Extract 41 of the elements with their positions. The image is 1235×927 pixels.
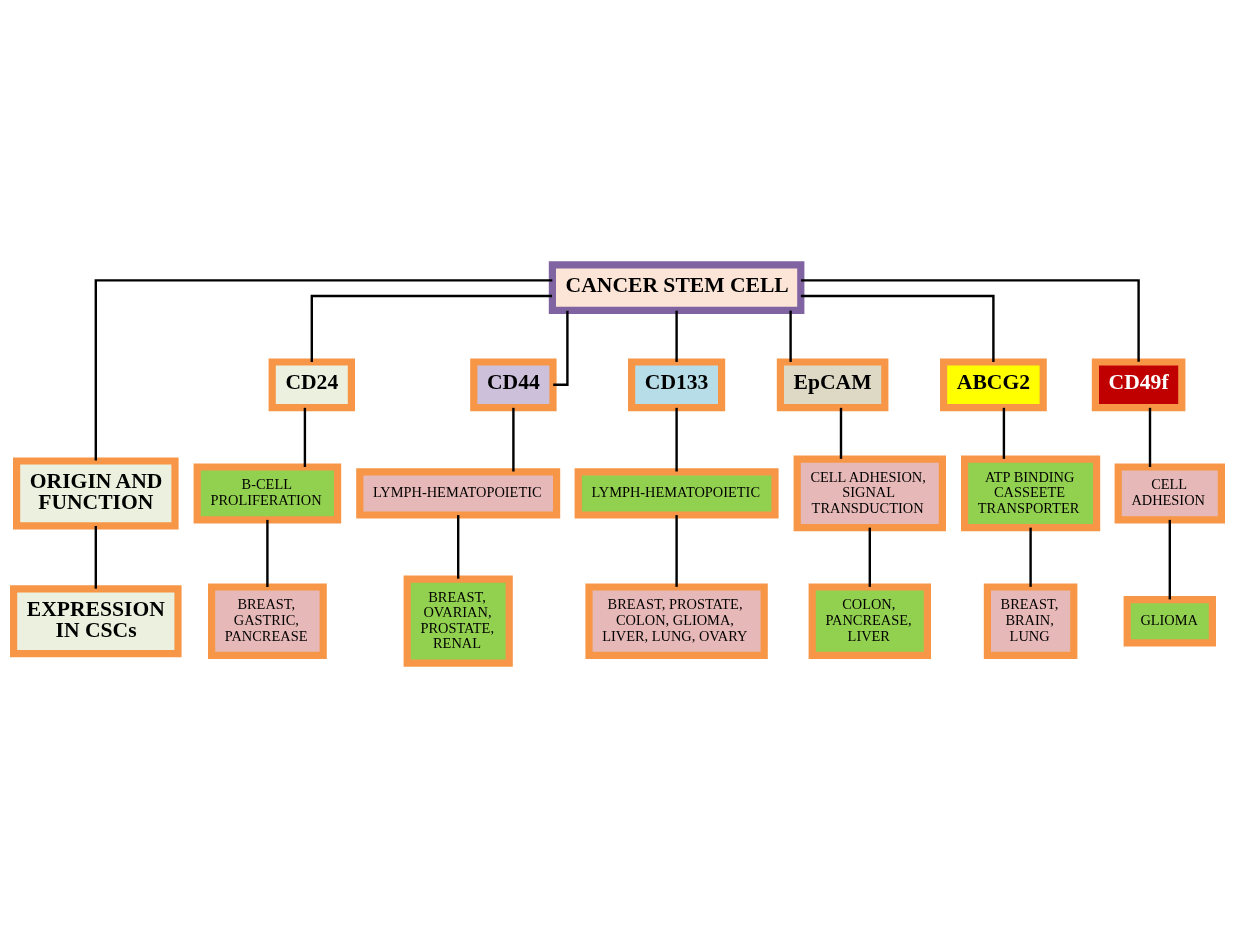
node-box: CD49f — [1091, 357, 1186, 411]
connector — [675, 407, 678, 471]
node-box: EpCAM — [776, 357, 889, 411]
connector — [94, 278, 553, 461]
node-box: CELL ADHESION, SIGNAL TRANSDUCTION — [793, 455, 946, 531]
node-box: COLON, PANCREASE, LIVER — [808, 582, 931, 659]
node-box: LYMPH-HEMATOPOIETIC — [574, 467, 779, 519]
node-box: CD24 — [268, 357, 355, 411]
connector — [457, 514, 460, 579]
connector — [839, 407, 843, 459]
connector — [1168, 519, 1171, 599]
node-box: B-CELL PROLIFERATION — [193, 462, 342, 523]
node-box: ATP BINDING CASSEETE TRANSPORTER — [961, 455, 1101, 531]
node-box: CD44 — [470, 357, 557, 411]
connector — [94, 525, 97, 589]
connector — [800, 294, 995, 362]
connector — [675, 310, 678, 362]
node-box: ABCG2 — [940, 357, 1047, 411]
node-box: BREAST, GASTRIC, PANCREASE — [208, 582, 327, 659]
connector — [553, 310, 569, 386]
node-box: CANCER STEM CELL — [548, 260, 805, 314]
node-box: CELL ADHESION — [1114, 462, 1225, 523]
node-box: BREAST, BRAIN, LUNG — [983, 582, 1078, 659]
connector — [801, 278, 1140, 362]
connector — [1029, 527, 1032, 587]
connector — [512, 407, 515, 471]
connector — [1002, 407, 1006, 459]
node-box: CD133 — [628, 357, 726, 411]
connector — [868, 527, 871, 587]
connector — [675, 514, 678, 587]
node-box: GLIOMA — [1123, 595, 1216, 646]
connector — [310, 294, 553, 362]
node-box: BREAST, PROSTATE, COLON, GLIOMA, LIVER, LUNG, OVARY — [585, 582, 768, 659]
connector — [789, 310, 792, 362]
connector — [266, 519, 269, 587]
connector — [1148, 407, 1152, 467]
node-box: BREAST, OVARIAN, PROSTATE, RENAL — [403, 575, 513, 667]
node-box: EXPRESSION IN CSCs — [10, 584, 182, 657]
connector — [303, 407, 307, 467]
node-box: LYMPH-HEMATOPOIETIC — [356, 467, 561, 519]
node-box: ORIGIN AND FUNCTION — [13, 456, 179, 529]
